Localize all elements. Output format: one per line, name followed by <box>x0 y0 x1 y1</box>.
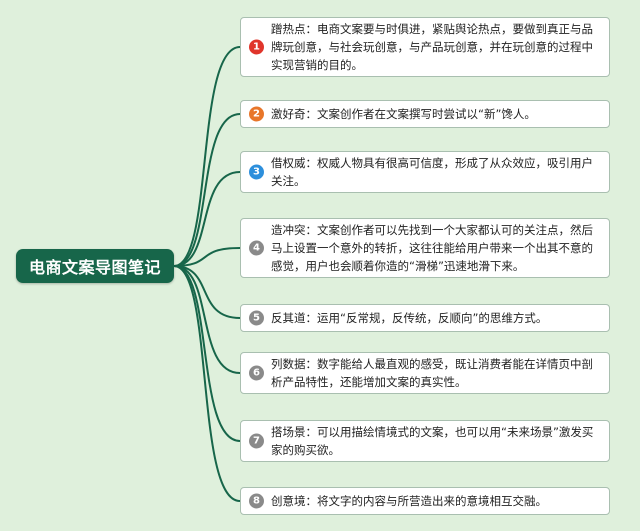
topic-text-4: 造冲突：文案创作者可以先找到一个大家都认可的关注点，然后马上设置一个意外的转折，… <box>271 223 593 273</box>
number-badge-2: 2 <box>249 106 264 122</box>
topic-card-8[interactable]: 8 创意境：将文字的内容与所营造出来的意境相互交融。 <box>240 487 610 515</box>
topic-card-3[interactable]: 3 借权威：权威人物具有很高可信度，形成了从众效应，吸引用户关注。 <box>240 151 610 193</box>
root-title: 电商文案导图笔记 <box>28 258 161 277</box>
number-badge-6: 6 <box>249 365 264 381</box>
topic-text-1: 蹭热点：电商文案要与时俱进，紧贴舆论热点，要做到真正与品牌玩创意，与社会玩创意，… <box>271 22 593 72</box>
topic-text-6: 列数据：数字能给人最直观的感受，既让消费者能在详情页中剖析产品特性，还能增加文案… <box>271 357 593 389</box>
topic-card-5[interactable]: 5 反其道：运用“反常规，反传统，反顺向”的思维方式。 <box>240 304 610 332</box>
root-node[interactable]: 电商文案导图笔记 <box>16 249 174 283</box>
topic-card-2[interactable]: 2 激好奇：文案创作者在文案撰写时尝试以“新”馋人。 <box>240 100 610 128</box>
topic-text-3: 借权威：权威人物具有很高可信度，形成了从众效应，吸引用户关注。 <box>271 156 593 188</box>
topic-text-8: 创意境：将文字的内容与所营造出来的意境相互交融。 <box>271 494 547 508</box>
topic-card-1[interactable]: 1 蹭热点：电商文案要与时俱进，紧贴舆论热点，要做到真正与品牌玩创意，与社会玩创… <box>240 17 610 77</box>
number-badge-8: 8 <box>249 493 264 509</box>
branch-line-5 <box>173 265 241 319</box>
branch-line-3 <box>173 171 241 267</box>
topic-text-2: 激好奇：文案创作者在文案撰写时尝试以“新”馋人。 <box>271 107 536 121</box>
branch-line-7 <box>173 265 241 442</box>
branch-line-2 <box>173 113 241 267</box>
branch-line-8 <box>173 265 241 502</box>
number-badge-7: 7 <box>249 433 264 449</box>
number-badge-5: 5 <box>249 310 264 326</box>
topic-card-4[interactable]: 4 造冲突：文案创作者可以先找到一个大家都认可的关注点，然后马上设置一个意外的转… <box>240 218 610 278</box>
branch-line-4 <box>173 247 241 267</box>
number-badge-1: 1 <box>249 39 264 55</box>
number-badge-4: 4 <box>249 240 264 256</box>
topic-text-5: 反其道：运用“反常规，反传统，反顺向”的思维方式。 <box>271 311 548 325</box>
number-badge-3: 3 <box>249 164 264 180</box>
topic-text-7: 搭场景：可以用描绘情境式的文案，也可以用“未来场景”激发买家的购买欲。 <box>271 425 594 457</box>
topic-card-6[interactable]: 6 列数据：数字能给人最直观的感受，既让消费者能在详情页中剖析产品特性，还能增加… <box>240 352 610 394</box>
branch-line-6 <box>173 265 241 374</box>
branch-line-1 <box>173 46 241 267</box>
topic-card-7[interactable]: 7 搭场景：可以用描绘情境式的文案，也可以用“未来场景”激发买家的购买欲。 <box>240 420 610 462</box>
